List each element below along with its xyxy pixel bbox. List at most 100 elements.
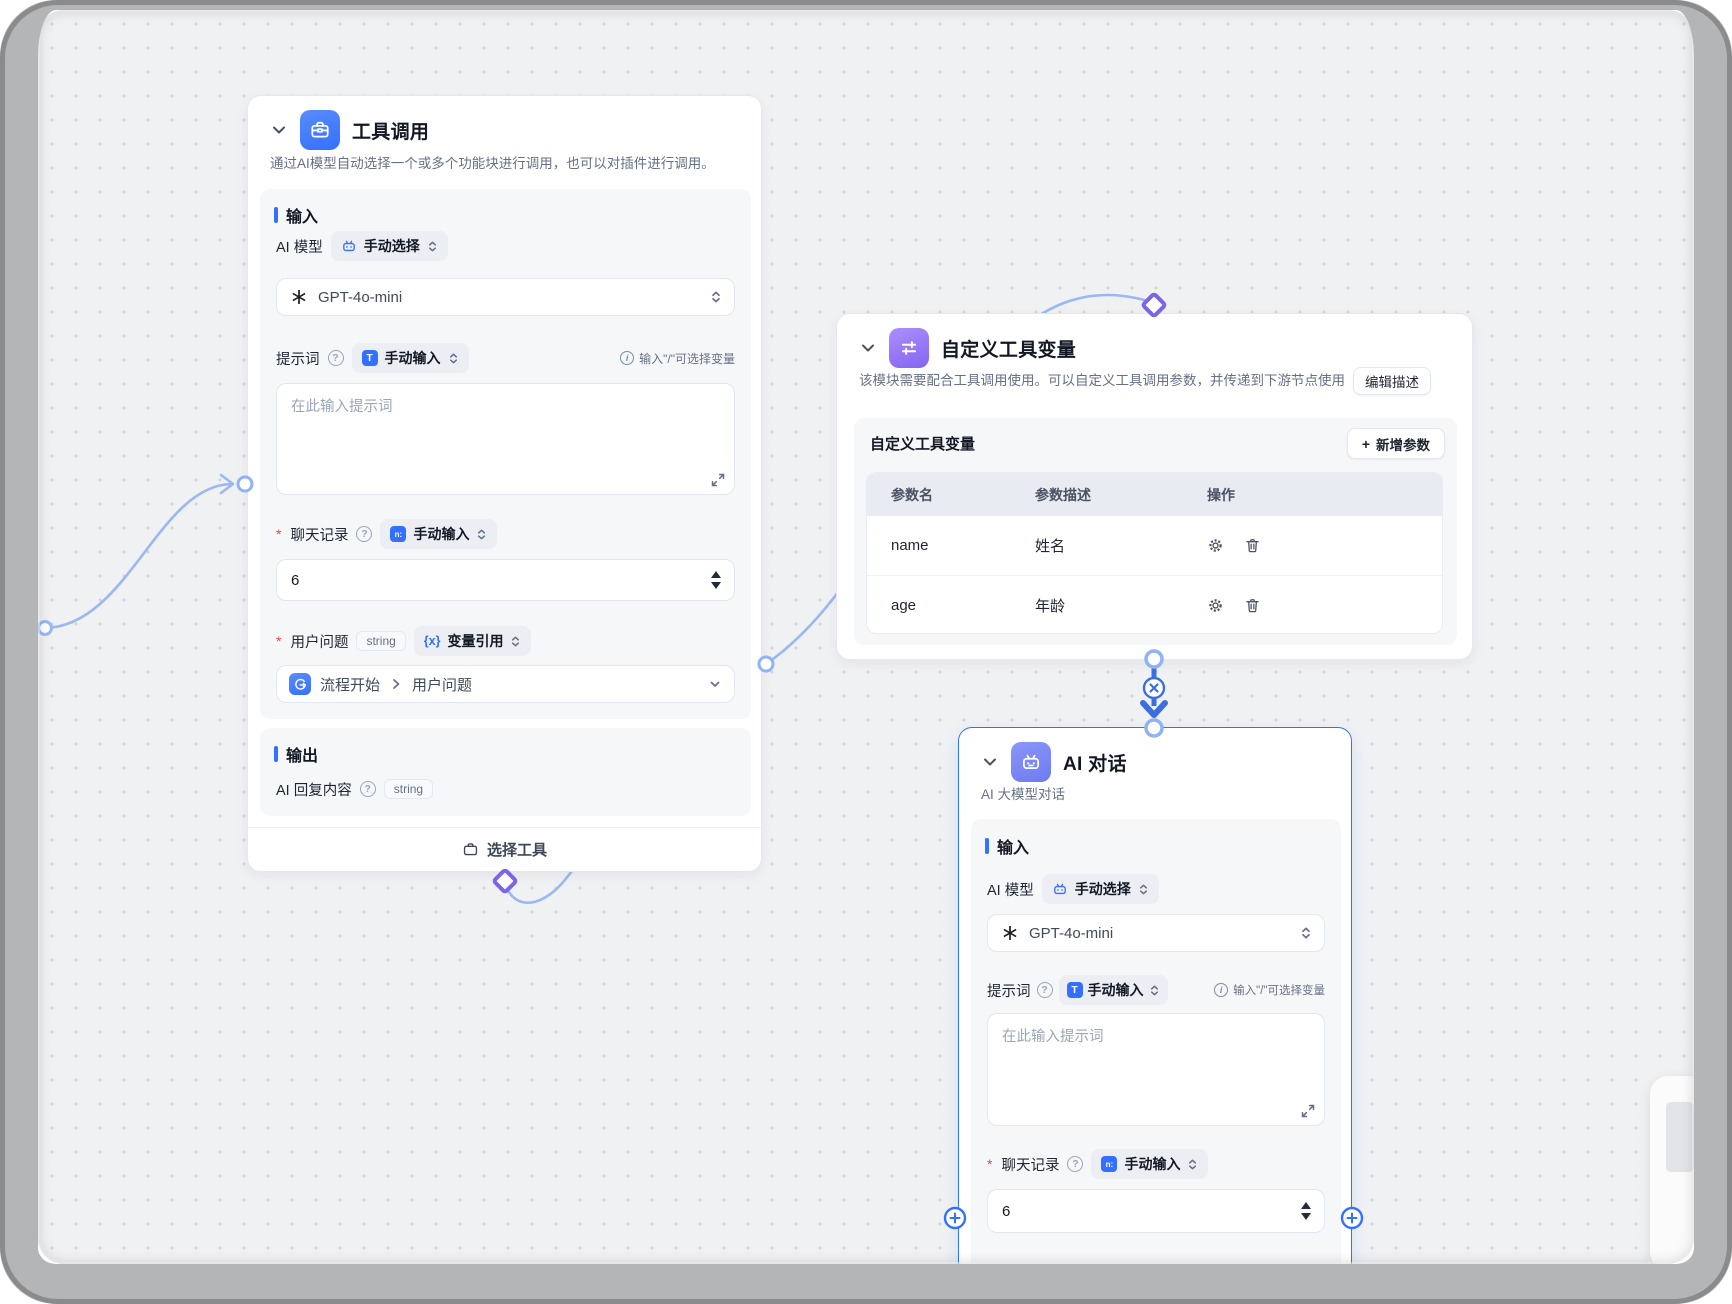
trash-icon[interactable] <box>1244 537 1261 554</box>
canvas-viewport: 工具调用 通过AI模型自动选择一个或多个功能块进行调用，也可以对插件进行调用。 … <box>38 10 1694 1264</box>
input-section-title: 输入 <box>997 840 1030 857</box>
prompt-mode-select[interactable]: T 手动输入 <box>351 343 469 373</box>
col-param-desc: 参数描述 <box>1035 486 1091 503</box>
tool-handle-diamond[interactable] <box>1141 292 1167 318</box>
custom-vars-panel: 自定义工具变量 + 新增参数 参数名 参数描述 操作 n <box>854 418 1457 645</box>
add-param-button[interactable]: + 新增参数 <box>1346 428 1445 459</box>
trash-icon[interactable] <box>1244 597 1261 614</box>
gear-icon[interactable] <box>1207 537 1224 554</box>
briefcase-icon <box>300 110 340 150</box>
stepper-down-icon[interactable] <box>711 582 721 589</box>
source-handle[interactable] <box>757 655 775 673</box>
model-select[interactable]: GPT-4o-mini <box>276 278 735 316</box>
prompt-textarea[interactable] <box>988 1014 1324 1125</box>
section-accent-bar <box>274 207 278 223</box>
table-header-row: 参数名 参数描述 操作 <box>867 473 1442 516</box>
expand-icon[interactable] <box>1301 1104 1315 1118</box>
edge-source-dot[interactable] <box>38 620 53 636</box>
help-icon[interactable]: ? <box>1036 982 1053 998</box>
model-mode-select[interactable]: 手动选择 <box>1041 874 1159 904</box>
prompt-mode-value: 手动输入 <box>1087 982 1144 998</box>
help-icon[interactable]: ? <box>1067 1156 1084 1172</box>
select-arrows-icon <box>1139 884 1147 894</box>
history-input-icon: n: <box>390 526 407 542</box>
variable-reference-select[interactable]: 流程开始 用户问题 <box>276 665 735 703</box>
collapse-chevron-icon[interactable] <box>270 121 288 139</box>
prompt-textarea-wrap <box>276 383 735 495</box>
node-custom-vars[interactable]: 自定义工具变量 该模块需要配合工具调用使用。可以自定义工具调用参数，并传递到下游… <box>836 313 1473 660</box>
node-title: 工具调用 <box>352 121 430 143</box>
robot-icon <box>342 240 355 252</box>
input-panel: 输入 AI 模型 手动选择 GPT-4 <box>971 819 1341 1264</box>
sliders-icon <box>889 328 929 368</box>
chevron-down-icon <box>710 681 720 687</box>
select-arrows-icon <box>1189 1159 1197 1169</box>
edge-into-tool-call <box>44 482 232 630</box>
add-connection-right[interactable] <box>1340 1206 1364 1230</box>
delete-edge-button[interactable] <box>1142 676 1166 700</box>
table-row: name 姓名 <box>867 516 1442 575</box>
flow-start-icon <box>289 673 311 695</box>
text-input-icon: T <box>361 350 378 366</box>
prompt-textarea-wrap <box>987 1013 1325 1126</box>
node-title: AI 对话 <box>1063 753 1127 775</box>
chat-history-mode-select[interactable]: n: 手动输入 <box>1091 1149 1209 1179</box>
flow-canvas[interactable]: 工具调用 通过AI模型自动选择一个或多个功能块进行调用，也可以对插件进行调用。 … <box>38 10 1694 1264</box>
col-param-name: 参数名 <box>891 486 933 503</box>
help-icon[interactable]: ? <box>359 781 376 797</box>
expand-icon[interactable] <box>711 473 725 487</box>
chat-history-mode-select[interactable]: n: 手动输入 <box>380 519 498 549</box>
help-icon[interactable]: ? <box>327 350 344 366</box>
plus-icon: + <box>1361 435 1370 452</box>
target-handle[interactable] <box>1144 718 1164 738</box>
required-mark: * <box>987 1156 993 1172</box>
side-drawer-peek[interactable] <box>1650 1076 1694 1264</box>
model-value: GPT-4o-mini <box>1029 924 1114 942</box>
model-select[interactable]: GPT-4o-mini <box>987 914 1325 952</box>
model-mode-select[interactable]: 手动选择 <box>330 231 448 261</box>
plus-icon <box>1346 1212 1358 1224</box>
robot-icon <box>1053 883 1066 895</box>
chat-history-mode-value: 手动输入 <box>1124 1156 1181 1172</box>
add-connection-left[interactable] <box>943 1206 967 1230</box>
param-name: age <box>891 596 917 614</box>
ref-node-name: 流程开始 <box>320 676 381 694</box>
variable-ref-icon: {x} <box>423 634 441 648</box>
info-icon: i <box>1214 983 1229 997</box>
source-handle[interactable] <box>1144 649 1164 669</box>
user-question-mode-select[interactable]: {x} 变量引用 <box>413 626 532 656</box>
required-mark: * <box>276 526 282 542</box>
variable-hint: i 输入"/"可选择变量 <box>620 350 735 367</box>
stepper-down-icon[interactable] <box>1301 1213 1311 1220</box>
target-handle[interactable] <box>236 475 254 493</box>
select-tool-button[interactable]: 选择工具 <box>248 827 761 871</box>
collapse-chevron-icon[interactable] <box>859 339 877 357</box>
node-title: 自定义工具变量 <box>941 339 1077 361</box>
panel-title: 自定义工具变量 <box>870 436 976 453</box>
select-arrows-icon <box>712 291 720 303</box>
chat-history-input[interactable] <box>988 1202 1301 1220</box>
prompt-mode-value: 手动输入 <box>384 350 441 366</box>
stepper-up-icon[interactable] <box>711 571 721 578</box>
plus-icon <box>949 1212 961 1224</box>
text-input-icon: T <box>1066 982 1083 998</box>
gear-icon[interactable] <box>1207 597 1224 614</box>
edge-arrowhead <box>219 473 235 495</box>
stepper-up-icon[interactable] <box>1301 1202 1311 1209</box>
prompt-textarea[interactable] <box>277 384 734 494</box>
node-description: 该模块需要配合工具调用使用。可以自定义工具调用参数，并传递到下游节点使用 <box>859 373 1345 389</box>
user-question-label: 用户问题 <box>290 634 349 651</box>
edit-description-button[interactable]: 编辑描述 <box>1353 367 1431 395</box>
openai-icon <box>292 290 306 304</box>
param-name: name <box>891 537 929 554</box>
drawer-thumbnail <box>1666 1102 1694 1172</box>
node-tool-call[interactable]: 工具调用 通过AI模型自动选择一个或多个功能块进行调用，也可以对插件进行调用。 … <box>247 95 762 872</box>
select-arrows-icon <box>512 636 520 646</box>
node-ai-chat[interactable]: AI 对话 AI 大模型对话 输入 AI 模型 手动选择 <box>958 727 1352 1264</box>
section-accent-bar <box>274 746 278 762</box>
help-icon[interactable]: ? <box>356 526 373 542</box>
chat-history-input[interactable] <box>277 571 711 589</box>
collapse-chevron-icon[interactable] <box>981 753 999 771</box>
prompt-mode-select[interactable]: T 手动输入 <box>1058 975 1168 1005</box>
tool-handle-diamond[interactable] <box>492 868 518 894</box>
